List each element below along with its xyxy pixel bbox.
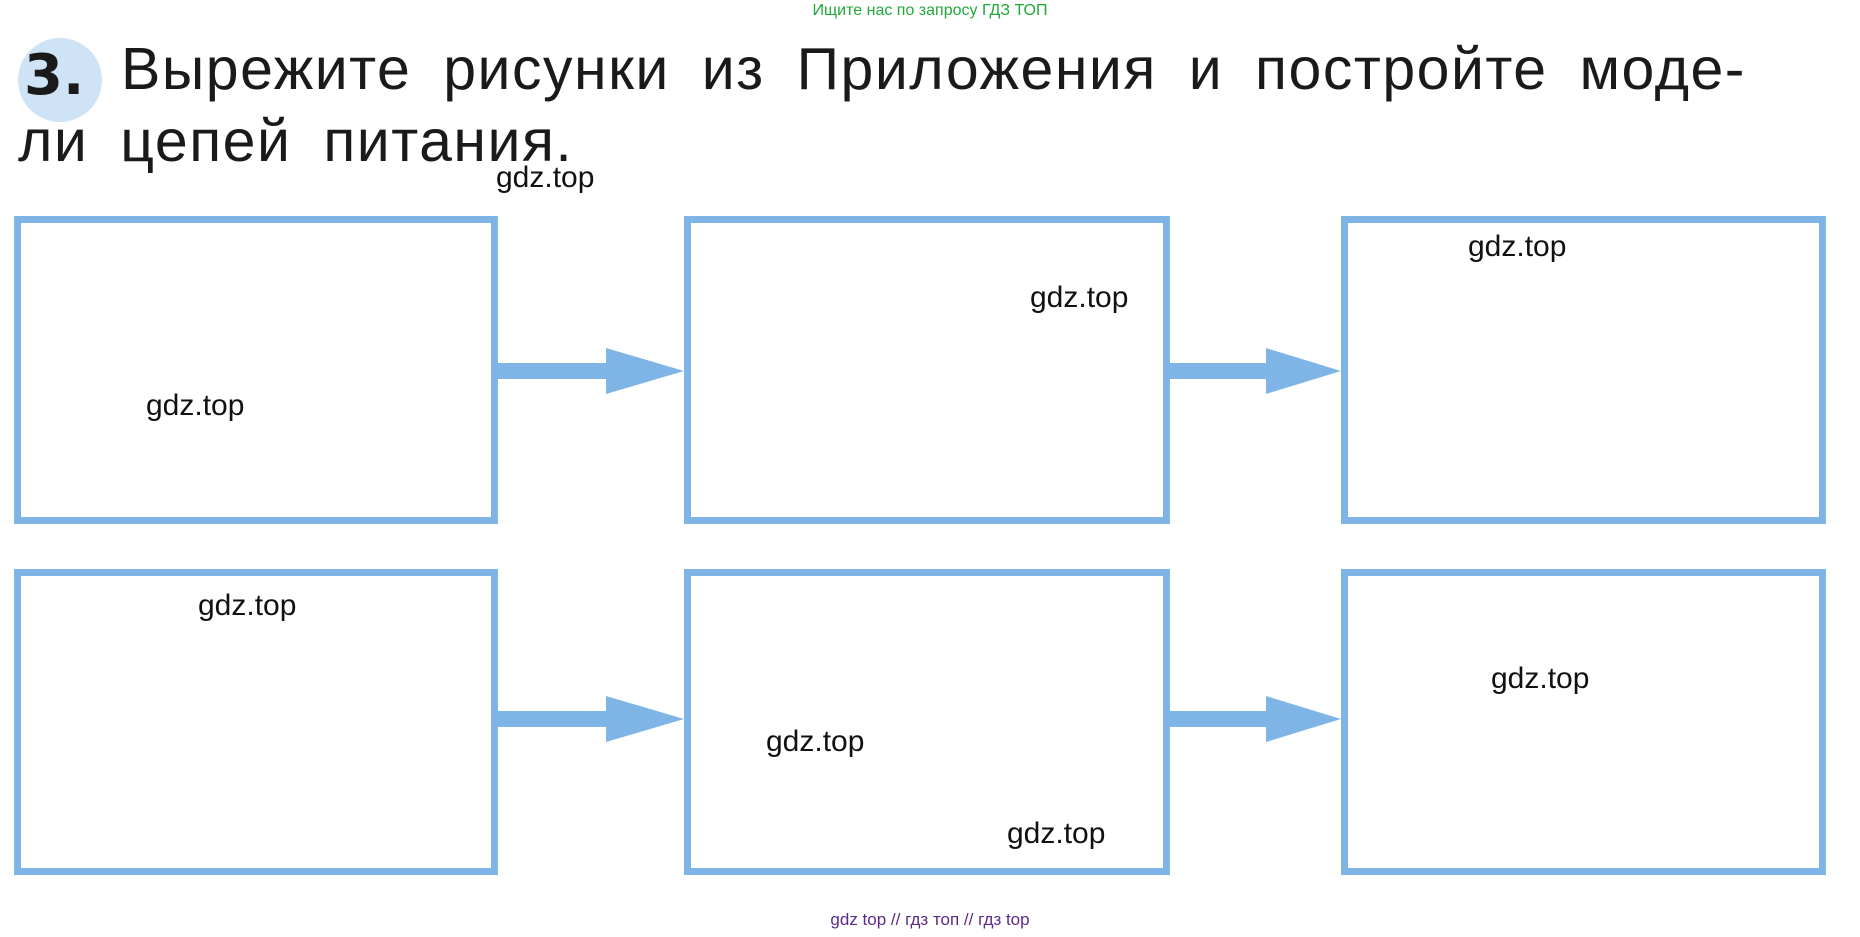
task-number-badge — [18, 38, 102, 122]
watermark: gdz.top — [146, 389, 245, 422]
food-chain-box-row2-1 — [14, 569, 498, 875]
task-number: 3. — [24, 43, 85, 108]
search-banner: Ищите нас по запросу ГДЗ ТОП — [812, 2, 1048, 19]
task-text-line-1: Вырежите рисунки из Приложения и построй… — [121, 36, 1746, 102]
watermark: gdz.top — [1007, 817, 1106, 850]
arrow-right-icon — [498, 348, 684, 394]
watermark: gdz.top — [198, 589, 297, 622]
watermark: gdz.top — [496, 161, 595, 194]
footer-watermark: gdz top // гдз топ // гдз top — [830, 910, 1030, 929]
arrow-right-icon — [1170, 348, 1341, 394]
watermark: gdz.top — [1468, 230, 1567, 263]
food-chain-box-row1-3 — [1341, 216, 1826, 524]
task-heading: 3. Вырежите рисунки из Приложения и пост… — [18, 28, 1838, 178]
arrow-right-icon — [1170, 696, 1341, 742]
watermark: gdz.top — [766, 725, 865, 758]
watermark: gdz.top — [1491, 662, 1590, 695]
task-text-line-2: ли цепей питания. — [18, 108, 574, 174]
arrow-right-icon — [498, 696, 684, 742]
food-chain-box-row1-1 — [14, 216, 498, 524]
food-chain-box-row2-3 — [1341, 569, 1826, 875]
food-chain-box-row1-2 — [684, 216, 1170, 524]
watermark: gdz.top — [1030, 281, 1129, 314]
food-chain-box-row2-2 — [684, 569, 1170, 875]
